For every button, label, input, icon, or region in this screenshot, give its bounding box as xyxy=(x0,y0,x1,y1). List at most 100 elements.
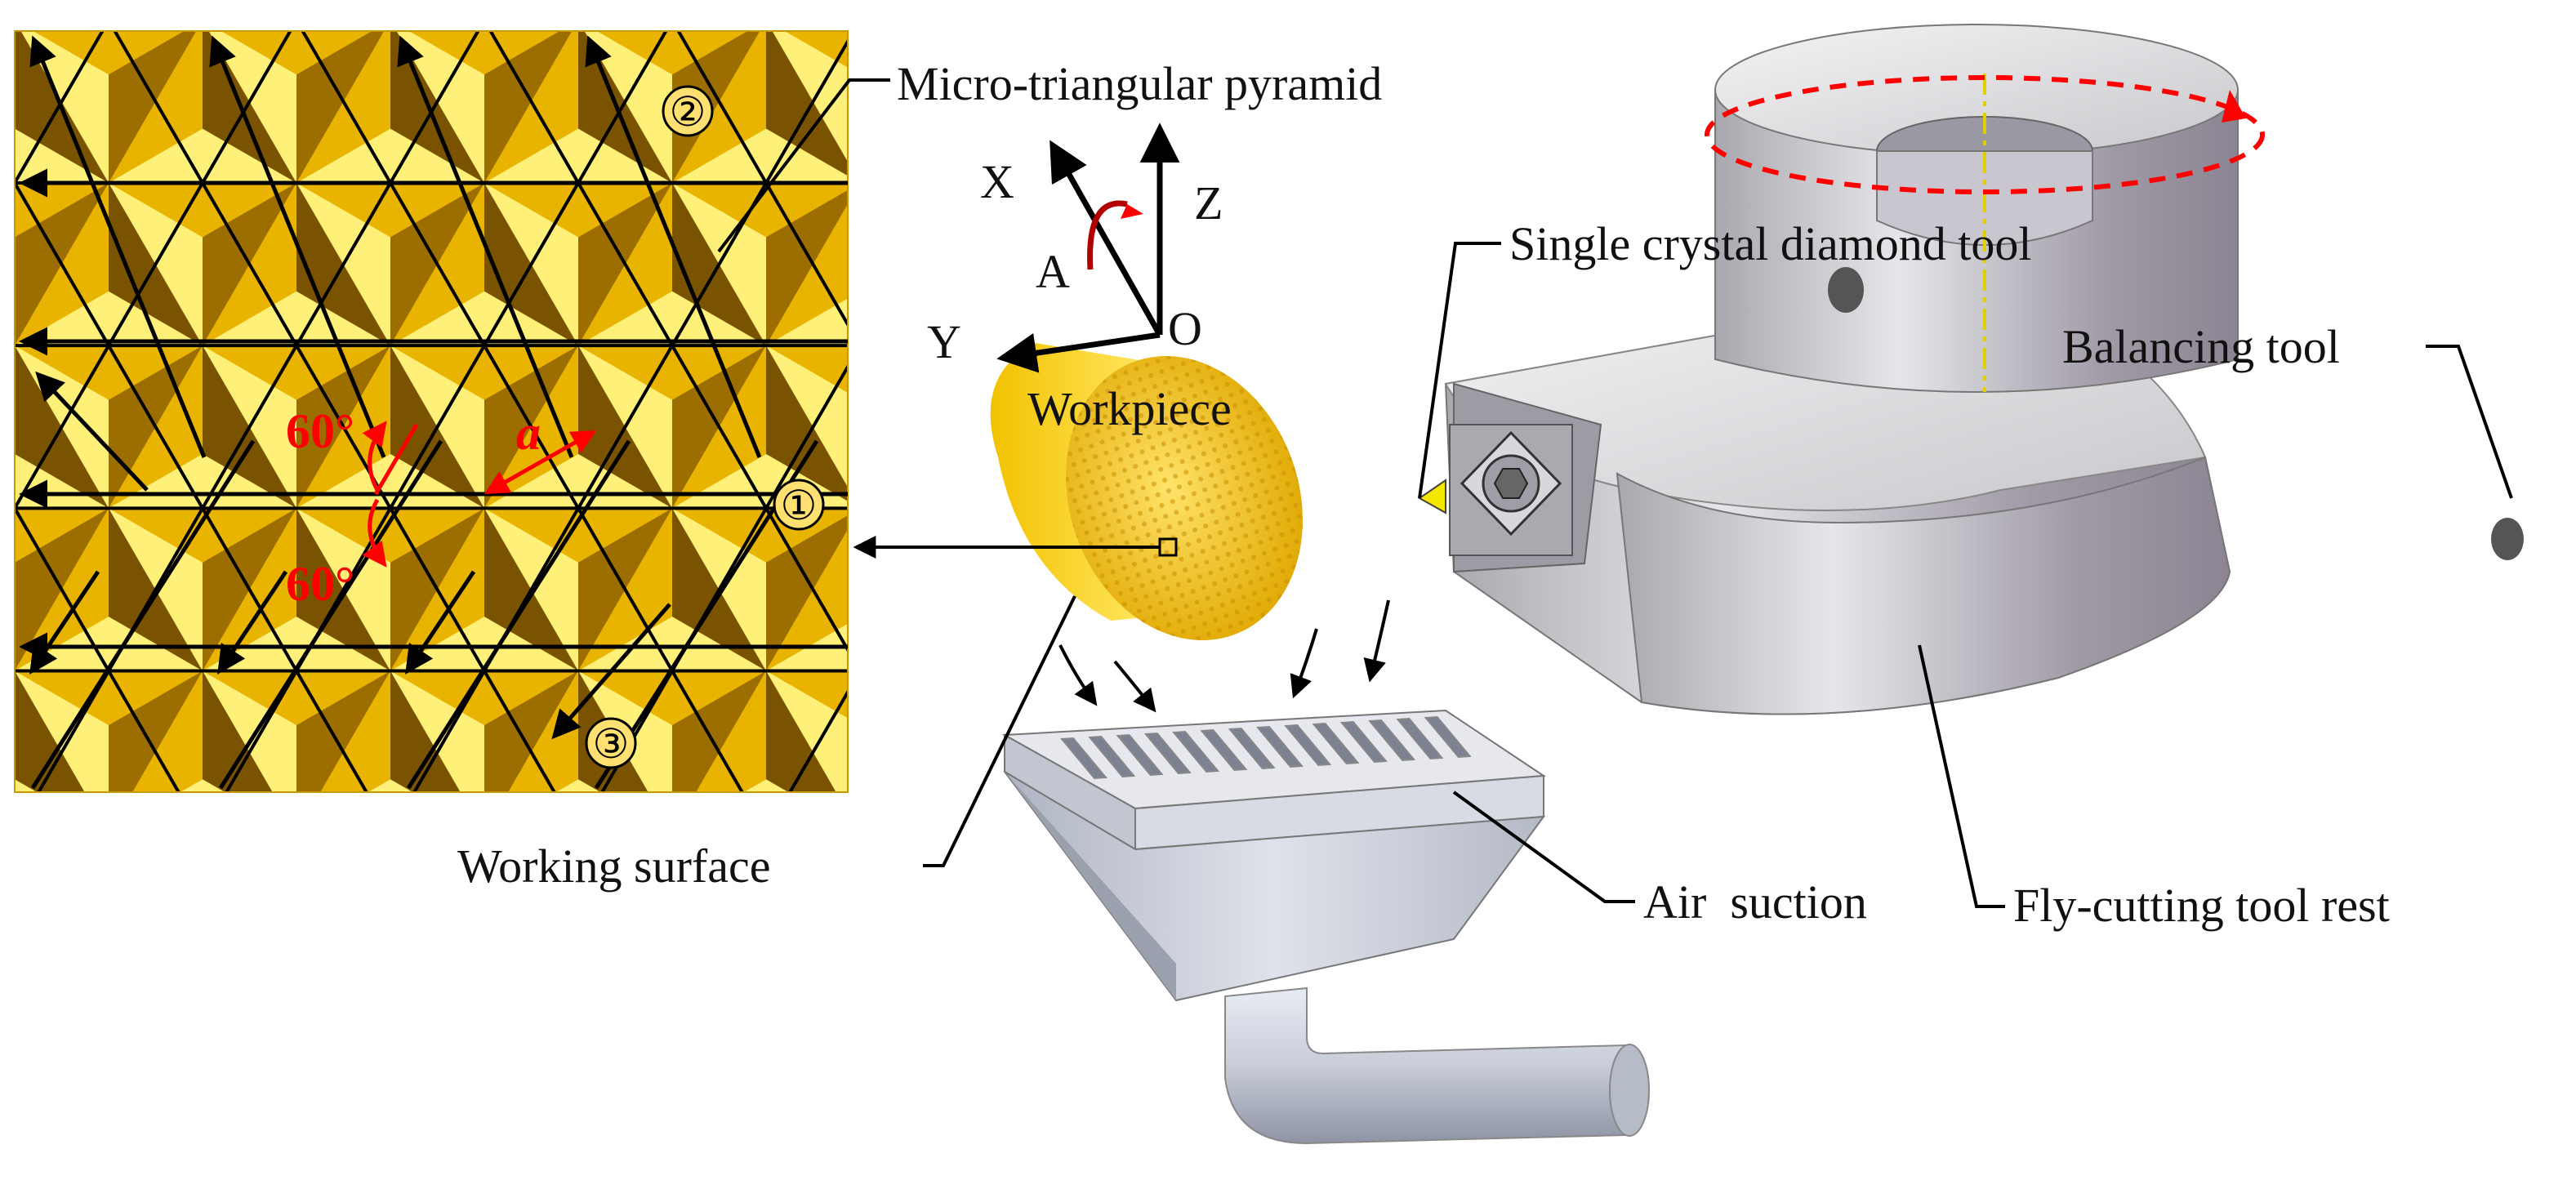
grille-slot xyxy=(1255,725,1304,768)
pyramid-facet xyxy=(578,0,672,20)
pyramid-facet xyxy=(672,0,766,20)
pyramid-facet xyxy=(296,183,484,238)
rotation-path xyxy=(1705,75,2265,194)
pyramid-facet xyxy=(203,942,390,996)
pyramid-facet xyxy=(203,617,390,671)
pyramid-facet xyxy=(766,996,860,1159)
pyramid-facet xyxy=(109,670,203,792)
angle-annotations: 60° 60° a xyxy=(286,404,597,611)
pyramid-facet xyxy=(203,996,390,1050)
angle-label-bottom: 60° xyxy=(286,557,354,611)
air-suction-label: Air suction xyxy=(1643,875,1867,929)
pyramid-facet xyxy=(296,834,484,888)
pyramid-facet xyxy=(766,996,954,1050)
pyramid-facet xyxy=(390,0,484,20)
pyramid-facet xyxy=(860,129,1048,183)
axis-z-label: Z xyxy=(1194,176,1223,229)
pyramid-facet xyxy=(390,996,484,1159)
pyramid-facet xyxy=(766,0,954,20)
pyramid-facet xyxy=(109,996,203,1159)
pyramid-facet xyxy=(743,779,789,792)
pyramid-facet xyxy=(0,508,15,670)
pyramid-facet xyxy=(578,996,672,1159)
pyramid-facet xyxy=(1142,996,1236,1159)
pyramid-facet xyxy=(0,834,15,996)
grille-slot xyxy=(1059,737,1108,780)
pyramid-facet xyxy=(109,128,296,183)
pyramid-facet xyxy=(0,183,15,345)
pyramid-facet xyxy=(296,996,390,1159)
pyramid-facet xyxy=(109,1105,296,1159)
grille-slot xyxy=(1116,733,1164,777)
pyramid-facet xyxy=(766,0,860,20)
direction-2-label: ② xyxy=(670,88,706,136)
pyramid-facet xyxy=(0,834,15,996)
pyramid-facet xyxy=(203,0,296,20)
pyramid-facet xyxy=(860,996,954,1159)
pyramid-facet xyxy=(672,0,766,20)
pyramid-facet xyxy=(555,779,601,792)
grid-line xyxy=(15,180,369,792)
pyramid-facet xyxy=(484,31,578,183)
pyramid-facet xyxy=(1236,0,1330,20)
pyramid-facet xyxy=(860,345,954,508)
grille-slot xyxy=(1312,722,1360,765)
pyramid-facet xyxy=(109,834,203,996)
pyramid-facet xyxy=(203,670,296,792)
pyramid-facet xyxy=(296,508,390,671)
pyramid-facet xyxy=(0,996,15,1159)
pyramid-facet xyxy=(15,996,203,1050)
pyramid-facet xyxy=(860,1105,1048,1159)
balancing-hole xyxy=(2491,518,2524,560)
pyramid-facet xyxy=(672,128,848,183)
pyramid-facet xyxy=(15,996,109,1159)
grille-slot xyxy=(1339,720,1388,764)
grid-line xyxy=(301,31,745,792)
pyramid-facet xyxy=(0,345,15,508)
pyramid-facet xyxy=(696,670,766,792)
diamond-tip xyxy=(1418,479,1446,514)
pyramid-facet xyxy=(484,996,578,1159)
pyramid-facet xyxy=(860,834,954,996)
pyramid-facet xyxy=(578,291,766,346)
pyramid-facet xyxy=(15,942,203,996)
pyramid-facet xyxy=(860,671,954,834)
pyramid-facet xyxy=(954,996,1048,1159)
pyramid-facet xyxy=(390,508,484,671)
bolt-hole xyxy=(1828,267,1864,313)
pyramid-facet xyxy=(0,942,15,996)
pyramid-facet xyxy=(954,292,1142,345)
pyramid-facet xyxy=(1236,183,1424,237)
pyramid-facet xyxy=(0,671,15,725)
pyramid-facet xyxy=(1236,183,1330,345)
pyramid-facet xyxy=(784,31,848,68)
pyramid-facet xyxy=(296,31,390,183)
pyramid-facet xyxy=(15,345,203,400)
pyramid-facet xyxy=(954,671,1142,725)
pyramid-facet xyxy=(0,183,15,345)
pyramid-facet xyxy=(203,0,296,20)
pyramid-facet xyxy=(15,0,109,20)
pyramid-facet xyxy=(203,508,296,671)
pyramid-facet xyxy=(484,996,578,1159)
pyramid-facet xyxy=(109,183,296,238)
air-suction-device xyxy=(1001,709,1650,1145)
grille-slot xyxy=(1228,727,1276,770)
pyramid-facet xyxy=(296,670,390,792)
pyramid-facet xyxy=(578,996,672,1159)
scan-direction-arrows xyxy=(19,35,848,790)
grid-line xyxy=(0,0,15,1159)
pyramid-facet xyxy=(772,31,848,163)
pyramid-facet xyxy=(860,508,954,670)
pyramid-facet xyxy=(0,0,15,20)
working-surface-label: Working surface xyxy=(457,839,770,893)
pyramid-facet xyxy=(578,670,766,725)
pyramid-facet xyxy=(578,0,672,20)
pyramid-facet xyxy=(0,996,15,1159)
pyramid-facet xyxy=(390,617,578,671)
pyramid-facet xyxy=(109,31,203,183)
pyramid-facet xyxy=(0,617,15,670)
pyramid-facet xyxy=(296,1105,484,1159)
